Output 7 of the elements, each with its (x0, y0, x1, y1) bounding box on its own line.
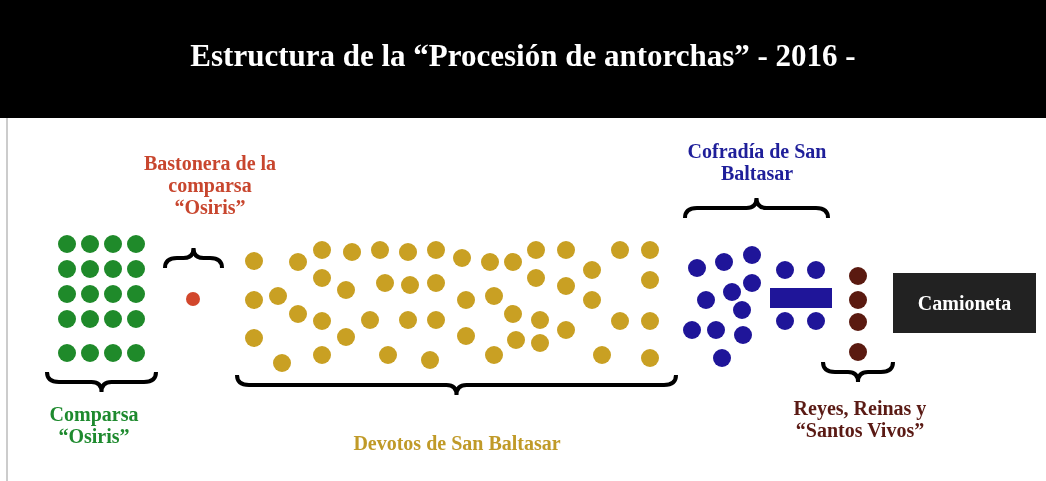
group-label: Cofradía de San Baltasar (686, 140, 828, 184)
group-label: Bastonera de la comparsa “Osiris” (142, 152, 278, 218)
vehicle-box: Camioneta (893, 273, 1036, 333)
group-label: Comparsa “Osiris” (48, 403, 140, 447)
group-label: Devotos de San Baltasar (352, 432, 562, 454)
title: Estructura de la “Procesión de antorchas” - 2016 - (189, 38, 857, 74)
group-label: Reyes, Reinas y “Santos Vivos” (792, 397, 928, 441)
